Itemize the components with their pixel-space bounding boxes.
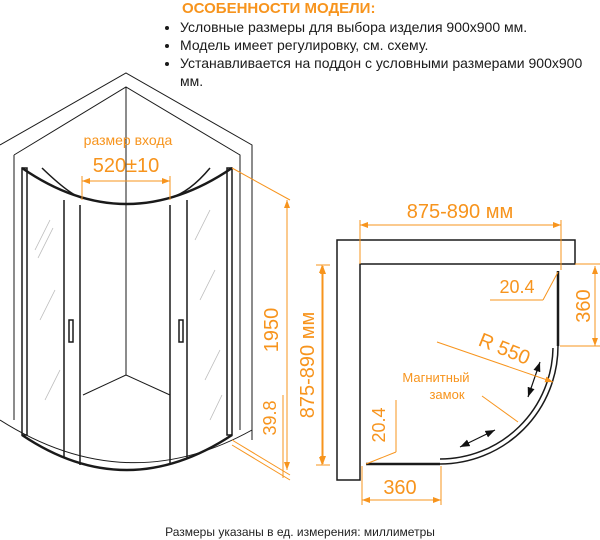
features-block: ОСОБЕННОСТИ МОДЕЛИ: Условные размеры для… bbox=[160, 0, 600, 90]
side-fixed-dimension: 360 bbox=[573, 289, 595, 322]
left-handle bbox=[68, 319, 74, 343]
magnet-lock-label: Магнитный bbox=[402, 370, 469, 385]
features-list: Условные размеры для выбора изделия 900х… bbox=[160, 18, 600, 90]
radius-dimension: R 550 bbox=[475, 329, 533, 369]
entry-size: 520±10 bbox=[93, 155, 160, 177]
walls bbox=[336, 239, 576, 481]
feature-item: Условные размеры для выбора изделия 900х… bbox=[180, 18, 600, 36]
units-note: Размеры указаны в ед. измерения: миллиме… bbox=[165, 525, 435, 539]
height-dimension: 1950 bbox=[261, 308, 283, 353]
width-dimension: 875-890 мм bbox=[297, 312, 319, 418]
top-gap-dimension: 20.4 bbox=[499, 277, 534, 297]
top-rail bbox=[21, 166, 233, 206]
feature-item: Модель имеет регулировку, см. схему. bbox=[180, 36, 600, 54]
sliding-door-inner bbox=[439, 347, 554, 460]
sliding-door-outer bbox=[439, 345, 559, 465]
right-post bbox=[226, 167, 233, 436]
tray-offset-dimension: 39.8 bbox=[260, 400, 280, 435]
left-gap-dimension: 20.4 bbox=[369, 407, 389, 442]
features-title: ОСОБЕННОСТИ МОДЕЛИ: bbox=[182, 0, 376, 17]
front-view-drawing bbox=[0, 72, 253, 472]
right-handle bbox=[178, 319, 184, 343]
door-slide-arrow bbox=[527, 361, 541, 398]
plan-view-drawing bbox=[336, 239, 576, 481]
bottom-rail bbox=[21, 433, 233, 472]
magnet-lock-label: замок bbox=[429, 387, 464, 402]
plan-width-dimension: 875-890 мм bbox=[407, 201, 513, 223]
feature-item: Устанавливается на поддон с условными ра… bbox=[180, 54, 600, 90]
wall-inner bbox=[13, 86, 241, 430]
plan-dimensions: 875-890 мм 20.4 360 R 550 Магнитный замо… bbox=[320, 201, 600, 505]
door-slide-arrow bbox=[459, 429, 496, 448]
bottom-fixed-dimension: 360 bbox=[383, 477, 416, 499]
left-post bbox=[21, 167, 28, 436]
entry-label: размер входа bbox=[84, 132, 173, 148]
wall-outline bbox=[0, 72, 253, 440]
